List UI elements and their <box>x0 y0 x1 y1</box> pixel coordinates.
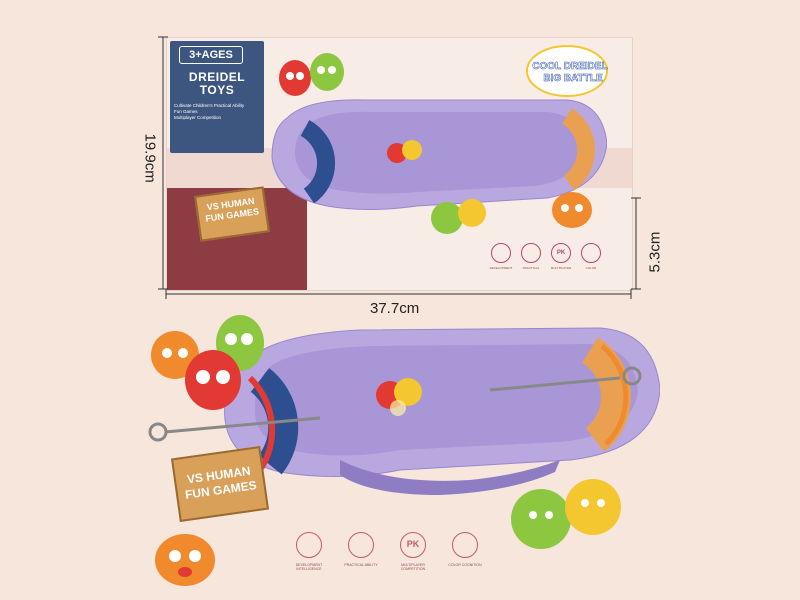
feature-icons-row: DEVELOPMENT INTELLIGENCE PRACTICAL ABILI… <box>290 532 525 592</box>
box-character-face-right <box>552 192 592 228</box>
cool-dreidel-logo: COOL DREIDEL BIG BATTLE <box>522 41 612 99</box>
hand-icon <box>521 243 541 263</box>
width-dimension: 37.7cm <box>370 300 420 317</box>
pk-icon: PK <box>551 243 571 263</box>
package-box: 3+AGES DREIDEL TOYS Cultivate Children's… <box>166 37 633 291</box>
palette-icon <box>581 243 601 263</box>
feature-practical: PRACTICAL ABILITY <box>342 532 382 572</box>
box-feature-icons: DEVELOPMENT PRACTICAL PK MULTIPLAYER COL… <box>487 243 607 283</box>
palette-icon <box>452 532 478 558</box>
spinning-tops-bottom-right <box>511 479 621 549</box>
feature-development: DEVELOPMENT INTELLIGENCE <box>290 532 330 572</box>
hand-icon <box>348 532 374 558</box>
character-face-bottom-left <box>155 534 215 586</box>
feature-color: COLOR COGNITION <box>446 532 486 572</box>
brand-title: DREIDEL TOYS <box>188 70 246 97</box>
depth-dimension: 5.3cm <box>646 231 664 273</box>
pk-icon: PK <box>400 532 426 558</box>
vs-human-sign: VS HUMAN FUN GAMES <box>170 446 270 522</box>
box-feature-list: Cultivate Children's Practical Ability F… <box>174 103 245 120</box>
brain-icon <box>491 243 511 263</box>
feature-multiplayer: PK MULTIPLAYER COMPETITION <box>394 532 434 572</box>
height-dimension: 19.9cm <box>141 133 159 183</box>
product-tray-illustration <box>148 327 660 495</box>
box-tray-illustration <box>271 99 607 234</box>
box-character-faces <box>279 53 344 96</box>
character-faces-left <box>151 315 264 410</box>
brain-icon <box>296 532 322 558</box>
age-badge: 3+AGES <box>179 46 243 64</box>
brand-card: 3+AGES DREIDEL TOYS Cultivate Children's… <box>170 41 264 153</box>
